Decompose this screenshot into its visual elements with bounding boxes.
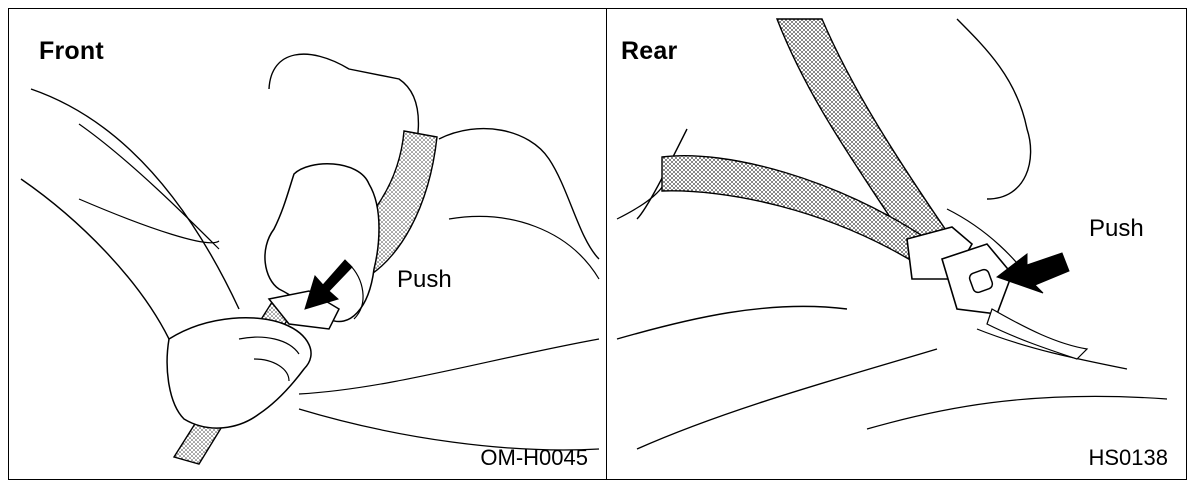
front-title: Front (39, 37, 104, 66)
front-figure-code: OM-H0045 (480, 445, 588, 471)
front-push-label: Push (397, 266, 452, 294)
rear-push-label: Push (1089, 215, 1144, 243)
rear-panel: Rear Push HS0138 (606, 8, 1187, 480)
rear-illustration (607, 9, 1187, 480)
front-panel: Front Push OM-H0045 (8, 8, 607, 480)
front-illustration (9, 9, 607, 480)
rear-title: Rear (621, 37, 677, 66)
rear-figure-code: HS0138 (1088, 445, 1168, 471)
